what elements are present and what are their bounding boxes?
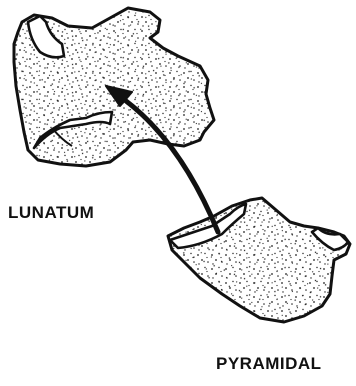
pyramidal-bone bbox=[168, 198, 350, 322]
lunatum-label: LUNATUM bbox=[8, 203, 94, 223]
pyramidal-label: PYRAMIDAL bbox=[216, 354, 322, 374]
